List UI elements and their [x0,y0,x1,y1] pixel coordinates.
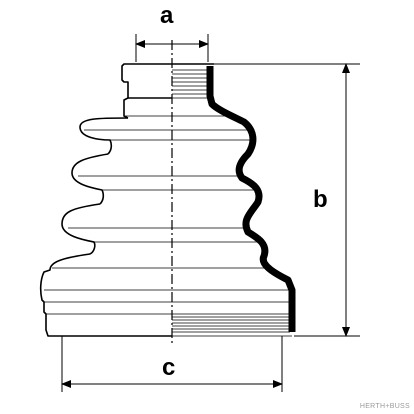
boot-exterior-outline [39,63,172,337]
dimension-b [214,63,360,337]
dimension-c [61,336,283,392]
dimension-a [135,34,209,62]
boot-wall [206,66,296,332]
dimension-b-label: b [313,186,328,213]
boot-section [172,63,296,337]
dimension-c-label: c [162,354,176,381]
watermark-logo: HERTH+BUSS [359,403,410,410]
dimension-a-label: a [160,2,174,29]
